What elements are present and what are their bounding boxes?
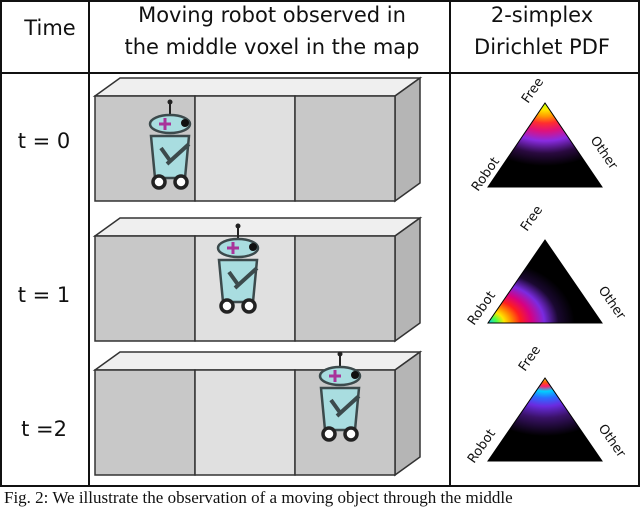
dirichlet-pdf-0: Free Robot Other: [469, 75, 621, 194]
header-pdf-line1: 2-simplex: [491, 3, 593, 27]
time-label-0: t = 0: [18, 129, 71, 153]
voxel-row-0: [92, 76, 423, 203]
label-other: Other: [595, 284, 629, 323]
label-free: Free: [519, 75, 547, 106]
header-robot-line1: Moving robot observed in: [138, 3, 406, 27]
figure-caption: Fig. 2: We illustrate the observation of…: [4, 488, 513, 507]
robot-icon: [148, 99, 192, 190]
label-other: Other: [587, 134, 621, 173]
robot-icon: [318, 351, 362, 442]
label-other: Other: [595, 422, 629, 461]
header-pdf-line2: Dirichlet PDF: [474, 35, 610, 59]
header-robot-line2: the middle voxel in the map: [125, 35, 420, 59]
time-label-1: t = 1: [18, 283, 71, 307]
label-free: Free: [516, 343, 544, 374]
dirichlet-pdf-2: Free Robot Other: [465, 343, 629, 466]
label-free: Free: [518, 203, 546, 234]
header-time: Time: [23, 16, 75, 40]
dirichlet-pdf-1: Free Robot Other: [465, 203, 629, 328]
voxel-row-2: [92, 350, 423, 477]
voxel-row-1: [92, 216, 423, 343]
robot-icon: [216, 223, 260, 314]
table-frame: [0, 0, 640, 487]
time-label-2: t =2: [21, 417, 67, 441]
